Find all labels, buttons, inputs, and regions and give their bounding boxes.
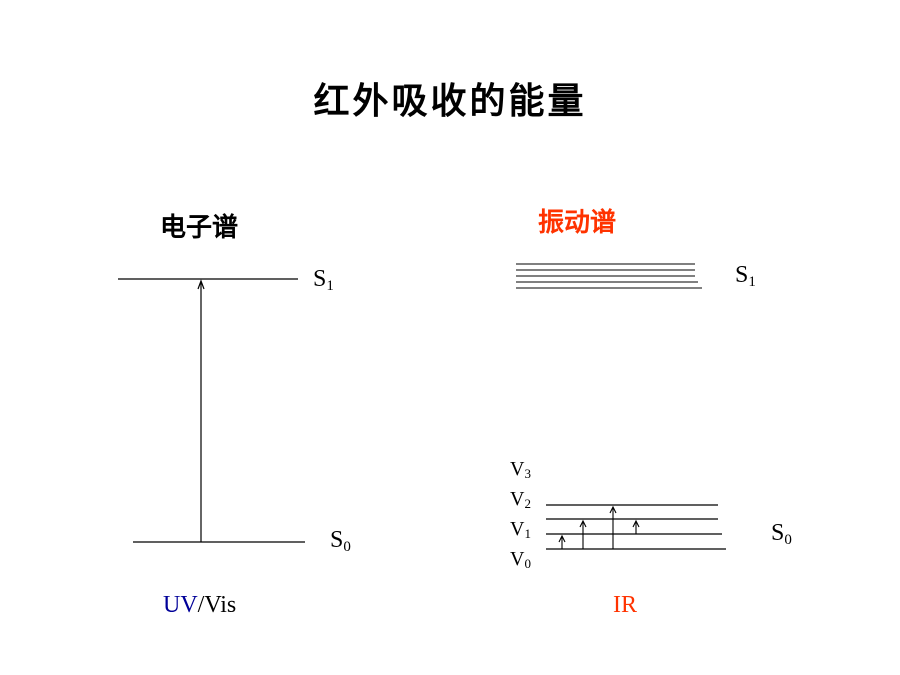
v1-label: V1	[510, 518, 531, 541]
electronic-caption: UV/Vis	[163, 592, 237, 618]
v2-label: V2	[510, 488, 531, 511]
transition-arrow-head	[558, 534, 566, 543]
v3-label: V3	[510, 458, 531, 481]
electronic-s0-label: S0	[330, 527, 351, 555]
transition-arrow-head	[579, 519, 587, 528]
transition-arrow-head	[609, 505, 617, 514]
v0-label: V0	[510, 548, 531, 571]
electronic-s1-label: S1	[313, 266, 334, 294]
page-title: 红外吸收的能量	[313, 81, 587, 122]
vibrational-s1-label: S1	[735, 262, 756, 290]
vibrational-spectrum-heading: 振动谱	[538, 208, 617, 238]
vibrational-s0-label: S0	[771, 520, 792, 548]
vibrational-caption: IR	[613, 592, 637, 618]
electronic-spectrum-heading: 电子谱	[160, 213, 239, 243]
transition-arrow-head	[632, 519, 640, 528]
electronic-arrow-head	[197, 279, 205, 290]
